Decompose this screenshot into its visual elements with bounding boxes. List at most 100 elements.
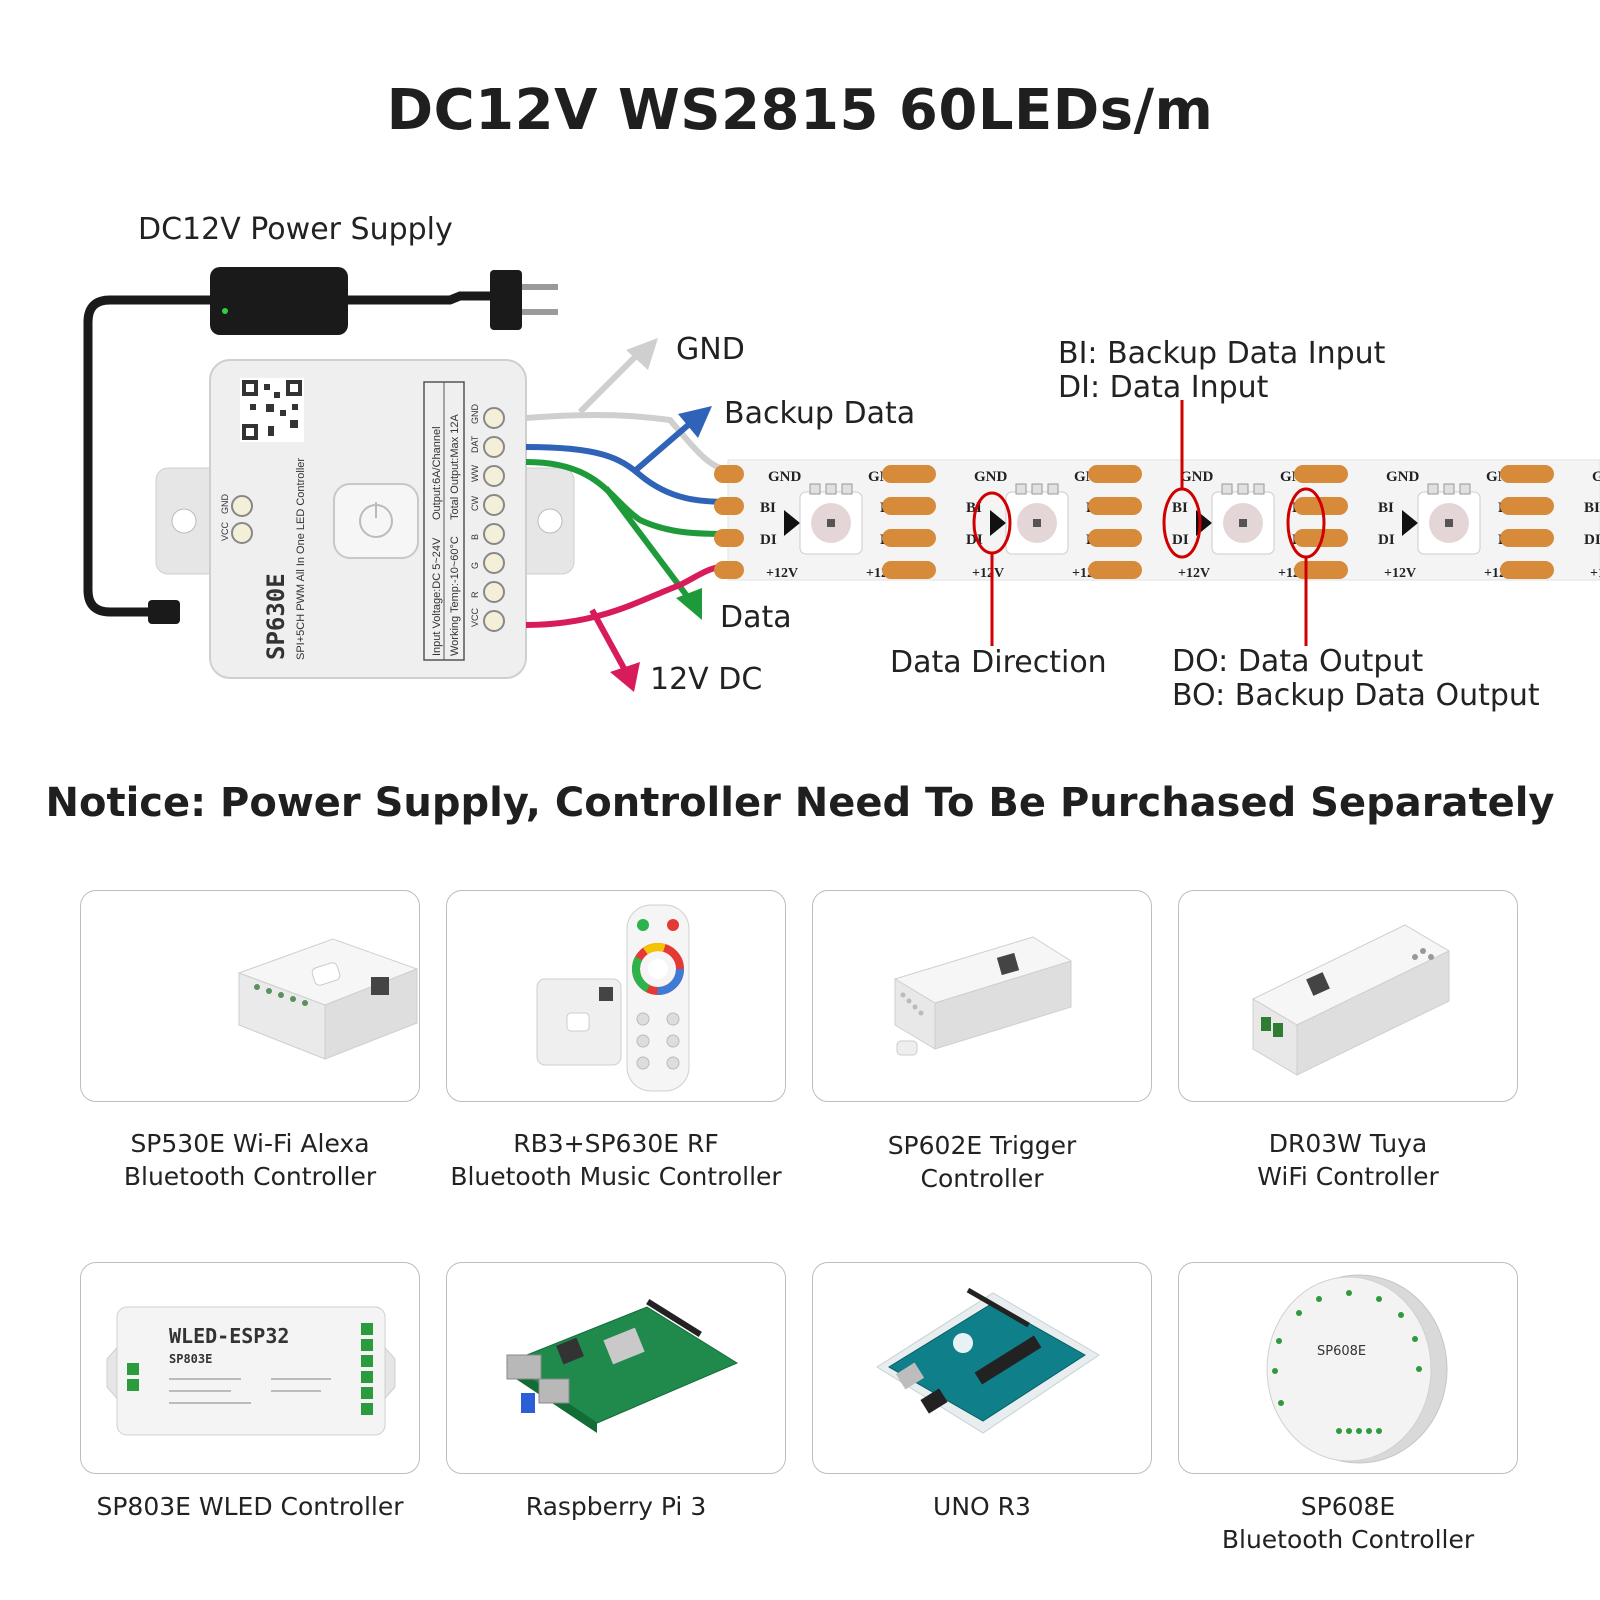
pad-label-gnd: GND bbox=[768, 469, 802, 485]
port-label-r: R bbox=[470, 591, 480, 598]
led-pin bbox=[1221, 483, 1233, 495]
qr-code bbox=[240, 378, 304, 442]
solder-pad bbox=[1294, 465, 1348, 483]
left-port-label-gnd: GND bbox=[220, 494, 230, 515]
port-label-gnd: GND bbox=[470, 404, 480, 425]
power-supply-brick bbox=[210, 267, 348, 335]
pad-label-gnd: GND bbox=[1592, 469, 1600, 485]
led-pin bbox=[1031, 483, 1043, 495]
pad-label-gnd: GND bbox=[1180, 469, 1214, 485]
power-supply-label: DC12V Power Supply bbox=[138, 212, 453, 247]
product-card-raspberry-pi[interactable] bbox=[446, 1262, 786, 1474]
solder-pad bbox=[1500, 529, 1554, 547]
gnd-wire-label: GND bbox=[676, 332, 745, 367]
marker-bo-do bbox=[1286, 487, 1326, 646]
solder-pad bbox=[1500, 465, 1554, 483]
pad-label-di: DI bbox=[1172, 532, 1189, 548]
led-die bbox=[1445, 519, 1453, 527]
sp608e-image: SP608E bbox=[1266, 1274, 1448, 1464]
port-label-b: B bbox=[470, 534, 480, 540]
solder-pad bbox=[1294, 561, 1348, 579]
pad-label-12v: +12V bbox=[972, 566, 1004, 581]
led-pin bbox=[1459, 483, 1471, 495]
led-pin bbox=[1253, 483, 1265, 495]
solder-pad bbox=[882, 561, 936, 579]
data-arrow-line bbox=[603, 486, 693, 602]
legend-bo: BO: Backup Data Output bbox=[1172, 678, 1540, 713]
backup-data-wire bbox=[525, 444, 731, 505]
controller-model: SP630E bbox=[262, 573, 290, 660]
product-card-sp608e[interactable]: SP608E bbox=[1178, 1262, 1518, 1474]
solder-pad bbox=[1088, 561, 1142, 579]
product-card-sp803e[interactable]: WLED-ESP32 SP803E bbox=[80, 1262, 420, 1474]
solder-pad bbox=[882, 465, 936, 483]
pad-label-di: DI bbox=[1378, 532, 1395, 548]
sp608e-label: SP608E bbox=[1317, 1344, 1366, 1359]
pad-label-bi: BI bbox=[760, 500, 776, 516]
dc-cable bbox=[83, 295, 212, 617]
product-caption-raspberry-pi: Raspberry Pi 3 bbox=[525, 1492, 707, 1521]
led-pin bbox=[1427, 483, 1439, 495]
product-caption-uno-r3: UNO R3 bbox=[933, 1492, 1031, 1521]
product-card-uno-r3[interactable] bbox=[812, 1262, 1152, 1474]
dr03w-image bbox=[1251, 924, 1451, 1076]
ac-cable bbox=[348, 291, 492, 305]
led-pin bbox=[825, 483, 837, 495]
sp803e-image: WLED-ESP32 SP803E bbox=[106, 1306, 396, 1436]
pad-label-bi: BI bbox=[1584, 500, 1600, 516]
backup-arrow-line bbox=[634, 417, 696, 473]
pad-label-12v: +12V bbox=[1178, 566, 1210, 581]
solder-pad bbox=[1500, 561, 1554, 579]
notice-banner: Notice: Power Supply, Controller Need To… bbox=[45, 780, 1555, 826]
solder-pad bbox=[882, 497, 936, 515]
led-die bbox=[1239, 519, 1247, 527]
led-pin bbox=[1047, 483, 1059, 495]
product-card-sp602e[interactable] bbox=[812, 890, 1152, 1102]
pad-label-bi: BI bbox=[1378, 500, 1394, 516]
power-arrow-line bbox=[589, 608, 629, 674]
data-direction-arrow bbox=[990, 510, 1006, 536]
data-wire-label: Data bbox=[720, 600, 792, 635]
port-label-ww: WW bbox=[470, 465, 480, 482]
wled-title: WLED-ESP32 bbox=[169, 1324, 289, 1348]
solder-pad bbox=[714, 529, 744, 547]
pad-label-bi: BI bbox=[1172, 500, 1188, 516]
data-arrow-head bbox=[676, 588, 702, 620]
controller-terminals bbox=[483, 407, 505, 632]
solder-pad bbox=[714, 497, 744, 515]
solder-pad bbox=[882, 529, 936, 547]
gnd-arrow-line bbox=[577, 349, 643, 415]
pad-label-di: DI bbox=[760, 532, 777, 548]
gnd-arrow-head bbox=[626, 338, 658, 370]
product-card-dr03w[interactable] bbox=[1178, 890, 1518, 1102]
power-wire bbox=[525, 563, 731, 628]
backup-arrow-head bbox=[678, 406, 712, 438]
power-led-indicator bbox=[222, 308, 228, 314]
data-direction-arrow bbox=[1402, 510, 1418, 536]
product-card-rb3-sp630e[interactable] bbox=[446, 890, 786, 1102]
marker-data-direction bbox=[972, 491, 1012, 646]
ac-plug bbox=[490, 270, 522, 330]
dc-connector bbox=[148, 600, 180, 624]
port-label-vcc: VCC bbox=[470, 607, 480, 627]
dc12v-wire-label: 12V DC bbox=[650, 662, 763, 697]
data-direction-label: Data Direction bbox=[890, 645, 1107, 680]
solder-pad bbox=[714, 561, 744, 579]
uno-r3-image bbox=[876, 1287, 1100, 1434]
power-arrow-head bbox=[610, 662, 640, 692]
sp602e-image bbox=[893, 936, 1073, 1056]
marker-bi-di bbox=[1162, 400, 1202, 559]
rb3-sp630e-image bbox=[536, 904, 690, 1092]
product-card-sp530e[interactable] bbox=[80, 890, 420, 1102]
backup-data-wire-label: Backup Data bbox=[724, 396, 916, 431]
led-pin bbox=[841, 483, 853, 495]
wiring-diagram: SP630E SPI+5CH PWM All In One LED Contro… bbox=[83, 267, 1600, 692]
led-pin bbox=[1443, 483, 1455, 495]
led-pin bbox=[809, 483, 821, 495]
solder-pad bbox=[1088, 497, 1142, 515]
